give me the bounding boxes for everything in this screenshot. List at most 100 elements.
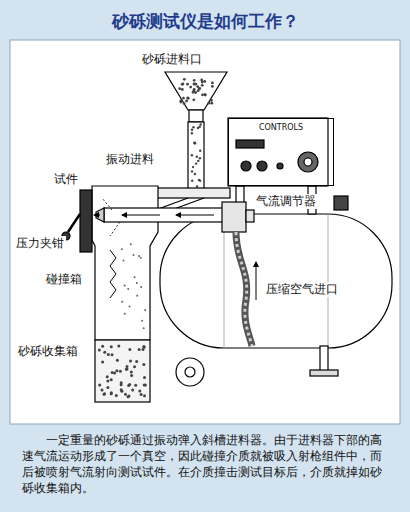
blast-chamber	[106, 375, 109, 378]
hopper	[186, 97, 189, 100]
blast-chamber	[115, 369, 118, 372]
vibrating-feed	[199, 180, 201, 182]
nozzle-pipe	[94, 198, 254, 236]
blast-chamber	[130, 371, 133, 374]
tank	[310, 370, 338, 376]
blast-chamber	[136, 282, 138, 284]
hopper	[197, 89, 200, 92]
vibrating-feed	[199, 157, 201, 159]
vibrating-feed	[200, 123, 202, 125]
blast-chamber	[121, 243, 146, 329]
nozzle-pipe	[110, 222, 120, 236]
part-label: 试件	[52, 172, 80, 187]
blast-chamber	[101, 345, 104, 348]
vibrating-feed	[191, 154, 193, 156]
hopper	[211, 85, 214, 88]
hopper	[165, 72, 227, 110]
blast-chamber	[126, 368, 129, 371]
vibrating-feed	[191, 170, 193, 172]
hopper	[211, 82, 214, 85]
vibrating-feed	[199, 150, 201, 152]
hopper	[210, 99, 213, 102]
blast-chamber	[106, 380, 109, 383]
blast-chamber	[128, 348, 131, 351]
blast-chamber	[133, 254, 135, 256]
blast-chamber	[127, 395, 130, 398]
blast-chamber	[124, 285, 126, 287]
hopper	[210, 102, 213, 105]
hopper	[183, 102, 186, 105]
vibrating-feed	[191, 132, 193, 134]
blast-chamber	[128, 395, 131, 398]
blast-chamber	[110, 250, 116, 298]
vibrating-feed	[150, 188, 230, 198]
blast-chamber	[130, 374, 133, 377]
vibrating-feed	[191, 180, 193, 182]
blast-chamber	[116, 359, 119, 362]
part-label: 气流调节器	[254, 194, 318, 209]
hopper	[201, 81, 204, 84]
blast-chamber	[113, 371, 116, 374]
vibrating-feed	[194, 142, 196, 144]
blast-chamber	[141, 320, 143, 322]
vibrating-feed	[188, 122, 204, 190]
hopper	[208, 102, 211, 105]
vibrating-feed	[194, 141, 196, 143]
controls-box	[277, 163, 283, 169]
blast-chamber	[117, 345, 120, 348]
part-label: 振动进料	[104, 152, 156, 167]
controls-box	[304, 158, 312, 166]
caption: 一定重量的砂砾通过振动弹入斜槽进料器。由于进料器下部的高速气流运动形成了一个真空…	[22, 432, 388, 496]
hopper	[178, 87, 181, 90]
hopper	[189, 86, 192, 89]
nozzle-pipe	[122, 215, 160, 216]
hopper	[183, 78, 186, 81]
blast-chamber	[129, 360, 132, 363]
hopper	[182, 82, 185, 85]
hopper	[195, 83, 198, 86]
controls-box	[228, 118, 348, 214]
hopper	[192, 98, 195, 101]
frame	[10, 40, 400, 424]
hopper	[198, 87, 201, 90]
controls-box	[334, 196, 348, 210]
hopper	[181, 83, 184, 86]
vibrating-feed	[196, 185, 198, 187]
hopper	[165, 72, 227, 122]
vibrating-feed	[192, 166, 194, 168]
blast-chamber	[110, 391, 113, 394]
blast-chamber	[130, 243, 132, 245]
hopper	[193, 83, 196, 86]
blast-chamber	[140, 257, 142, 259]
blast-chamber	[107, 353, 110, 356]
air-hose	[236, 232, 252, 346]
blast-chamber	[138, 348, 141, 351]
air-hose	[256, 262, 257, 300]
part-label: 砂砾收集箱	[16, 344, 80, 359]
vibrating-feed	[199, 126, 201, 128]
hopper	[193, 79, 196, 82]
blast-chamber	[121, 301, 123, 303]
part-label: 碰撞箱	[44, 272, 84, 287]
vibrating-feed	[192, 126, 194, 128]
blast-chamber	[95, 340, 150, 402]
hopper	[182, 97, 185, 100]
nozzle-pipe	[246, 210, 254, 222]
tank	[185, 367, 195, 377]
blast-chamber	[127, 288, 129, 290]
panel-label: CONTROLS	[229, 119, 333, 133]
tank	[224, 214, 225, 348]
blast-chamber	[131, 389, 134, 392]
hopper	[187, 97, 190, 100]
nozzle-pipe	[94, 215, 100, 216]
controls-panel: CONTROLS	[228, 118, 334, 186]
air-hose	[236, 232, 252, 346]
blast-chamber	[110, 392, 113, 395]
hopper	[181, 88, 184, 91]
blast-chamber	[120, 388, 123, 391]
hopper	[193, 88, 196, 91]
tank	[328, 214, 329, 348]
nozzle-pipe	[222, 202, 246, 232]
blast-chamber	[111, 353, 114, 356]
